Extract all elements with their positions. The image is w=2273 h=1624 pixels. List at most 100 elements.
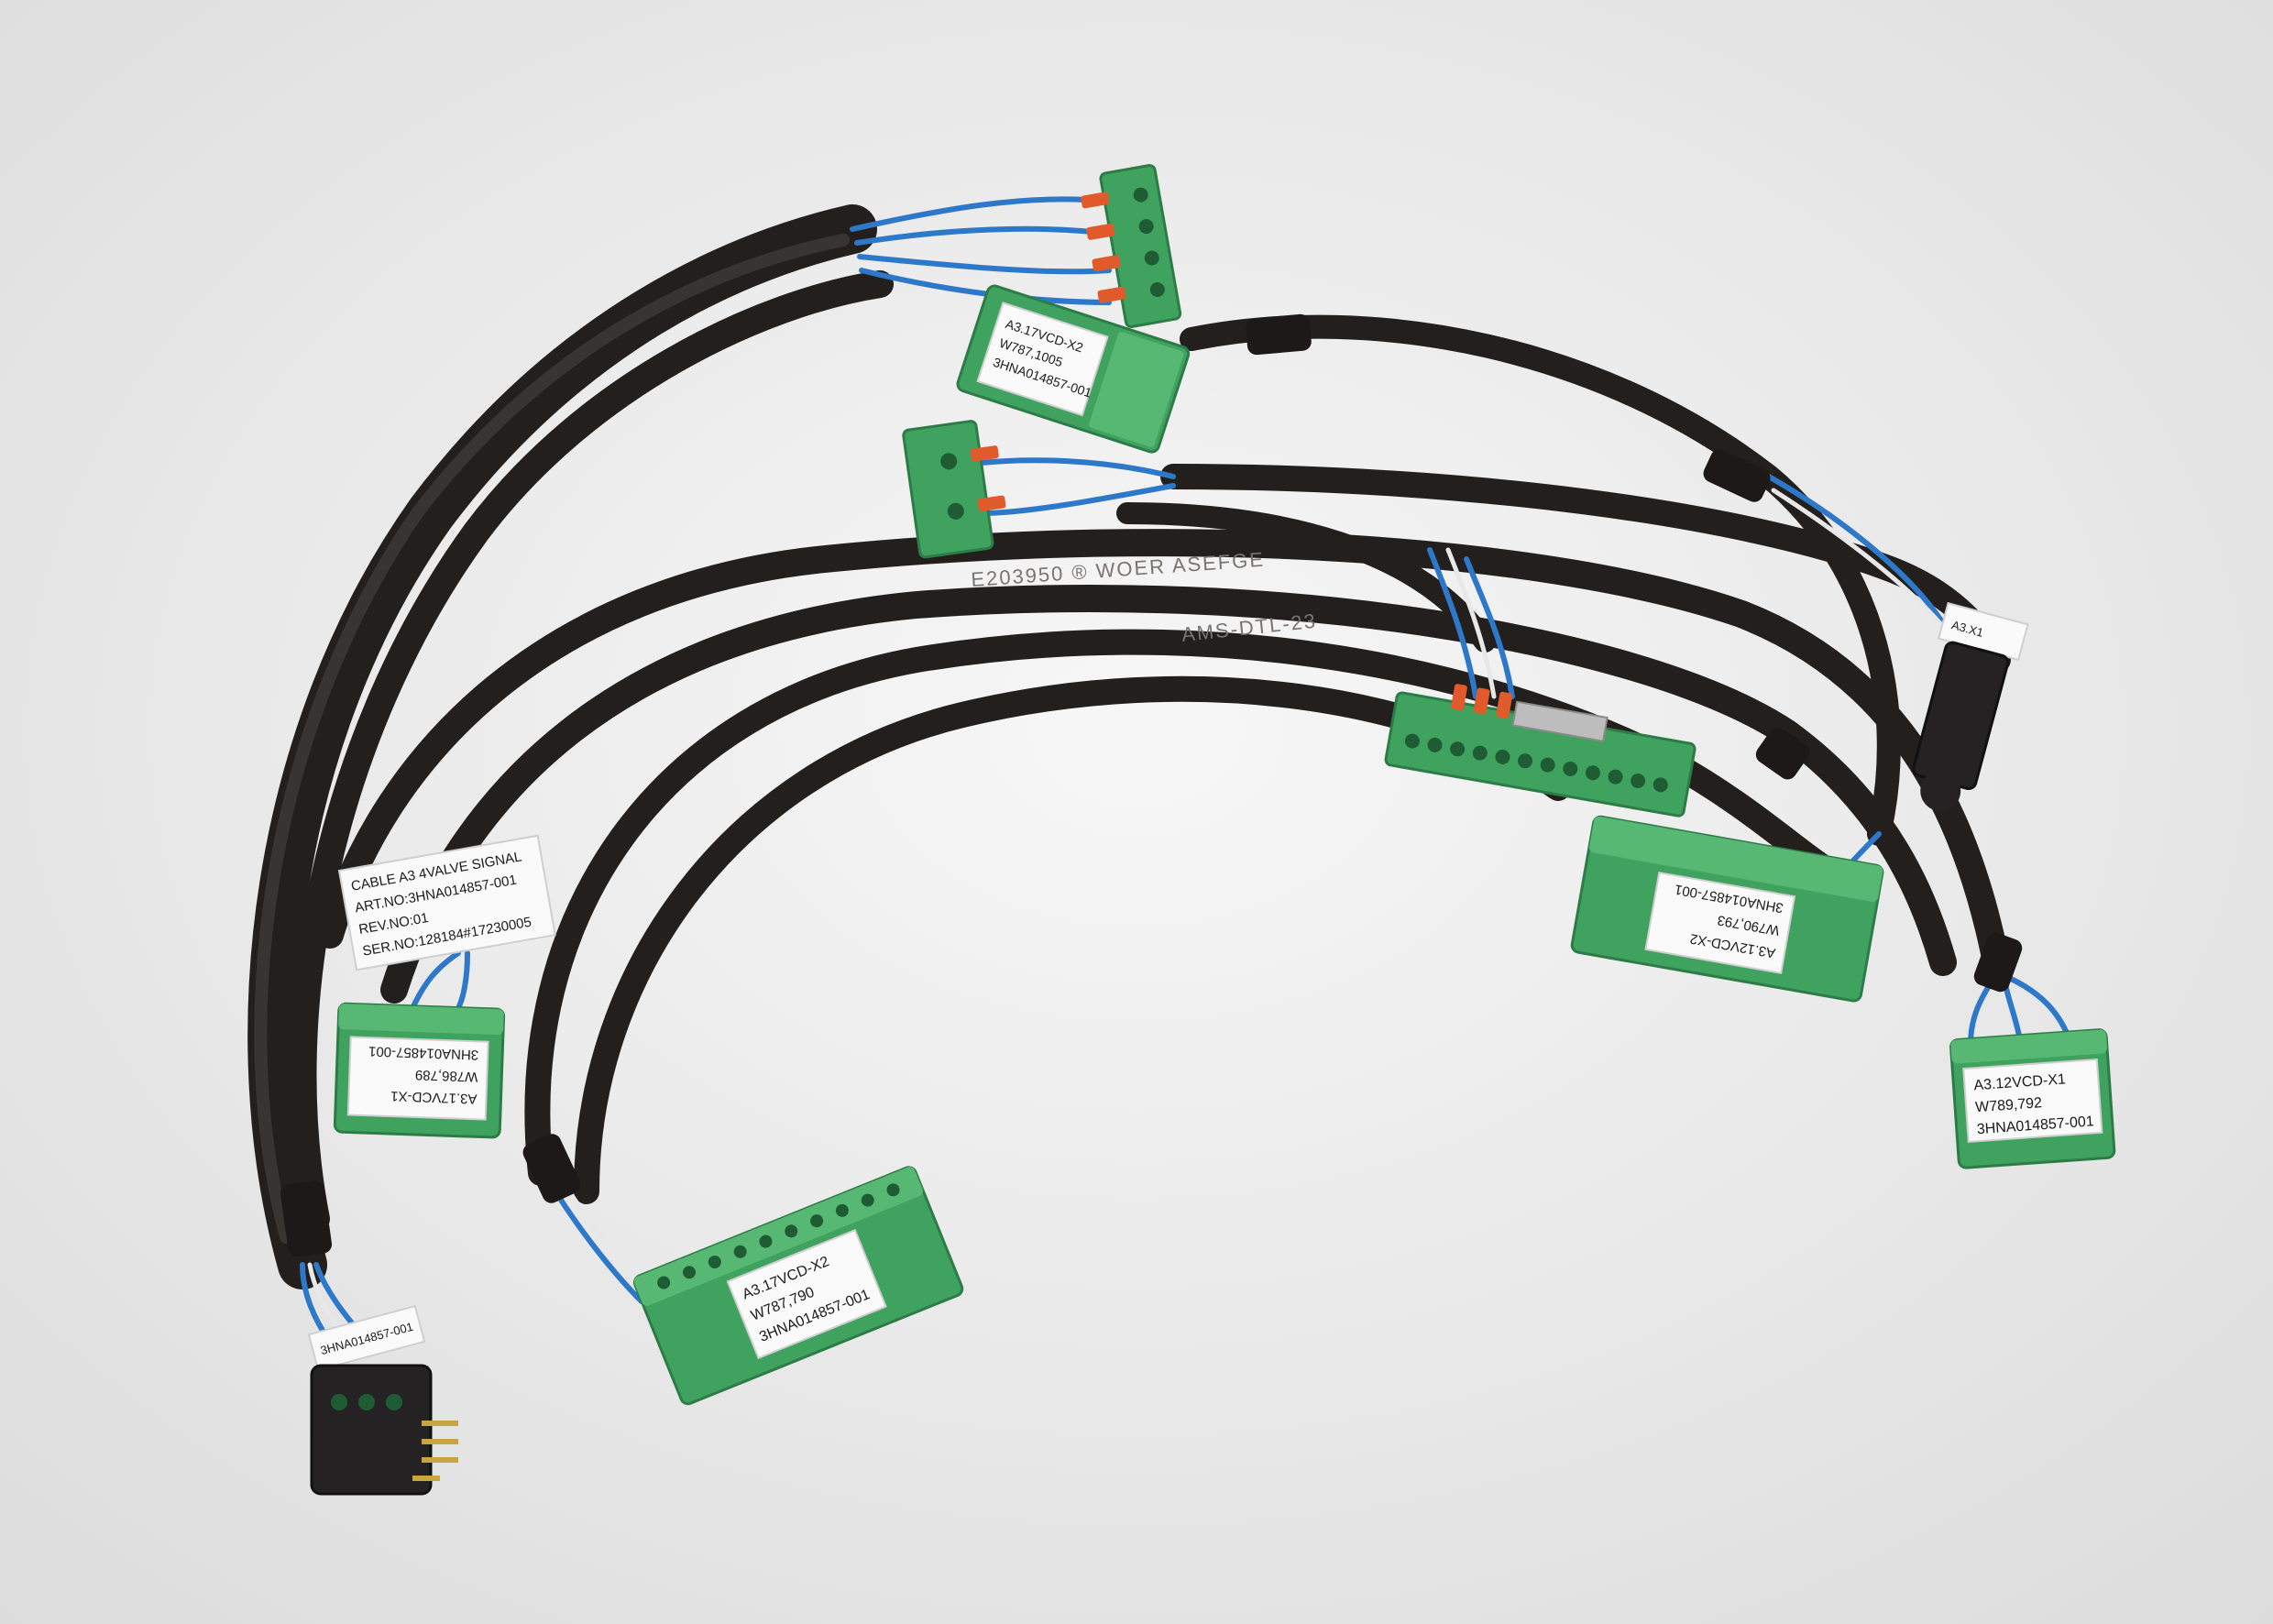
wire bbox=[850, 196, 1112, 232]
wire bbox=[857, 254, 1112, 275]
screw-hole bbox=[682, 1266, 696, 1279]
multi-pin-plug: 3HNA014857-001 bbox=[307, 1304, 458, 1496]
screw-hole bbox=[940, 453, 958, 470]
screw-hole bbox=[810, 1214, 824, 1228]
screw-hole bbox=[1540, 757, 1555, 773]
sleeve bbox=[1755, 727, 1810, 780]
black-plug-connector: A3.X1 bbox=[1912, 601, 2029, 811]
connector-a3-17vcd-x2: A3.17VCD-X2 W787,790 3HNA014857-001 bbox=[632, 1166, 964, 1406]
ferrule bbox=[1097, 286, 1126, 303]
pin-socket bbox=[358, 1394, 375, 1410]
screw-hole bbox=[1138, 219, 1154, 235]
terminal-ridge bbox=[633, 1167, 923, 1306]
pin-socket bbox=[331, 1394, 347, 1410]
wire bbox=[1427, 547, 1478, 699]
heat-shrink-sleeves bbox=[280, 313, 2023, 1257]
gold-pin bbox=[422, 1439, 458, 1444]
gold-pin bbox=[422, 1457, 458, 1463]
screw-hole bbox=[1495, 749, 1510, 764]
terminal-strip-center bbox=[1384, 684, 1697, 817]
gold-pin bbox=[422, 1421, 458, 1426]
ferrule bbox=[1092, 255, 1121, 272]
connector-label bbox=[1962, 1058, 2103, 1143]
connector-a3-17vcd-x1: A3.17VCD-X1 W786,789 3HNA014857-001 bbox=[333, 1002, 506, 1139]
ferrule bbox=[1451, 684, 1467, 711]
connector-a3-12vcd-x2: A3.12VCD-X2 W790,793 3HNA014857-001 bbox=[1570, 815, 1884, 1003]
connector-label bbox=[726, 1228, 887, 1360]
connector-label-line2: W789,792 bbox=[1975, 1095, 2043, 1115]
terminal-ridge bbox=[1589, 816, 1883, 903]
connector-label-line1: A3.12VCD-X1 bbox=[1973, 1071, 2067, 1093]
wire bbox=[1464, 556, 1515, 699]
wire bbox=[1771, 488, 1950, 635]
plug-tag bbox=[307, 1304, 426, 1372]
wire bbox=[1766, 474, 1946, 626]
cable-bundle: E203950 ® WOER ASEFGE AMS-DTL-23 bbox=[247, 204, 2012, 1289]
screw-hole bbox=[1631, 773, 1646, 788]
ferrule bbox=[1496, 691, 1513, 719]
screw-hole bbox=[1608, 769, 1623, 785]
screw-hole bbox=[835, 1203, 849, 1217]
wire bbox=[978, 483, 1176, 516]
cable-4 bbox=[380, 584, 1957, 1004]
terminal-ridge bbox=[338, 1004, 504, 1036]
ferrule bbox=[1086, 223, 1115, 240]
connector-label bbox=[346, 1036, 489, 1121]
wire bbox=[1445, 547, 1497, 699]
screw-hole bbox=[759, 1234, 773, 1248]
screw-hole bbox=[1585, 765, 1600, 781]
ferrule bbox=[977, 495, 1006, 511]
screw-hole bbox=[1149, 282, 1165, 298]
marker-strip bbox=[1511, 700, 1609, 742]
tag-background bbox=[337, 834, 556, 971]
screw-hole bbox=[1404, 733, 1420, 749]
cable-2 bbox=[289, 270, 894, 1233]
connector-a3-12vcd-x1: A3.12VCD-X1 W789,792 3HNA014857-001 bbox=[1949, 1028, 2116, 1169]
screw-hole bbox=[947, 502, 964, 520]
terminal-top-vertical bbox=[1081, 164, 1182, 328]
connector-label bbox=[976, 302, 1109, 417]
screw-hole bbox=[708, 1256, 721, 1269]
plug-latch bbox=[1920, 770, 1961, 811]
ferrule bbox=[1473, 687, 1490, 715]
terminal-ridge bbox=[1950, 1029, 2107, 1064]
cable-8 bbox=[1180, 314, 1901, 846]
wire bbox=[456, 950, 470, 1011]
sleeve bbox=[522, 1134, 581, 1203]
screw-hole bbox=[1472, 745, 1488, 761]
wire bbox=[854, 225, 1112, 246]
screw-hole bbox=[1563, 761, 1578, 776]
sleeve bbox=[1703, 449, 1771, 502]
wire bbox=[410, 950, 461, 1011]
connector-label-line2: W786,789 bbox=[415, 1067, 478, 1084]
screw-hole bbox=[1144, 250, 1159, 266]
screw-hole bbox=[657, 1276, 671, 1289]
screw-hole bbox=[1450, 741, 1466, 757]
ferrule bbox=[970, 445, 999, 462]
screw-hole bbox=[1427, 737, 1443, 752]
screw-hole bbox=[1653, 777, 1668, 793]
screw-hole bbox=[1518, 753, 1533, 769]
terminal-body bbox=[902, 420, 994, 559]
ferrule bbox=[1081, 192, 1110, 209]
sleeve bbox=[1973, 932, 2023, 993]
main-cable-tag: CABLE A3 4VALVE SIGNAL ART.NO:3HNA014857… bbox=[337, 834, 556, 971]
screw-hole bbox=[886, 1183, 900, 1197]
wire bbox=[978, 457, 1176, 479]
screw-hole bbox=[733, 1245, 747, 1258]
sleeve bbox=[1246, 313, 1312, 356]
connector-label bbox=[1644, 871, 1796, 975]
gold-pin bbox=[412, 1476, 440, 1481]
plug-body bbox=[310, 1364, 433, 1496]
connector-label-line3: 3HNA014857-001 bbox=[368, 1043, 479, 1062]
screw-hole bbox=[861, 1193, 874, 1207]
terminal-small-middle bbox=[902, 420, 1006, 559]
screw-hole bbox=[1133, 187, 1148, 203]
connector-a3-17vcd-x2-top: A3.17VCD-X2 W787,1005 3HNA014857-001 bbox=[956, 284, 1191, 454]
main-cable-highlight bbox=[254, 234, 850, 1244]
sleeve bbox=[280, 1180, 333, 1257]
cable-5 bbox=[524, 629, 1864, 1186]
terminal-ridge bbox=[1089, 332, 1184, 447]
pin-socket bbox=[386, 1394, 402, 1410]
